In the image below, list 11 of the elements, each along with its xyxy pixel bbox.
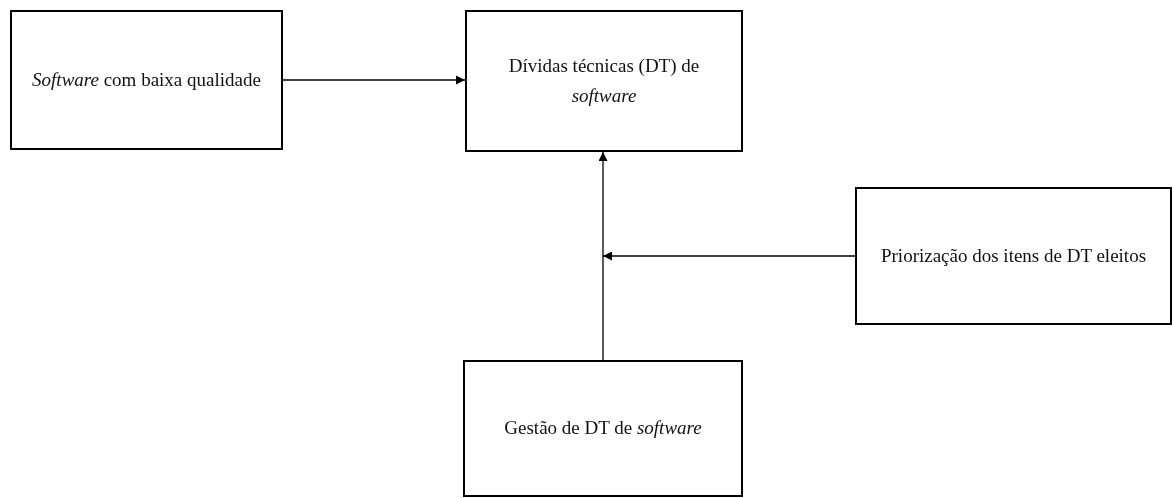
arrow [598, 151, 608, 361]
arrow [602, 251, 856, 261]
node-text: Priorização dos itens de DT eleitos [880, 243, 1147, 268]
node-text: Software com baixa qualidade [32, 67, 261, 92]
process-box [855, 187, 1172, 325]
node-text: Dívidas técnicas (DT) de software [507, 53, 701, 108]
node-text: Gestão de DT de software [504, 416, 702, 441]
process-box [10, 10, 283, 150]
process-box [463, 360, 743, 497]
arrow [282, 75, 466, 85]
process-box [465, 10, 743, 152]
